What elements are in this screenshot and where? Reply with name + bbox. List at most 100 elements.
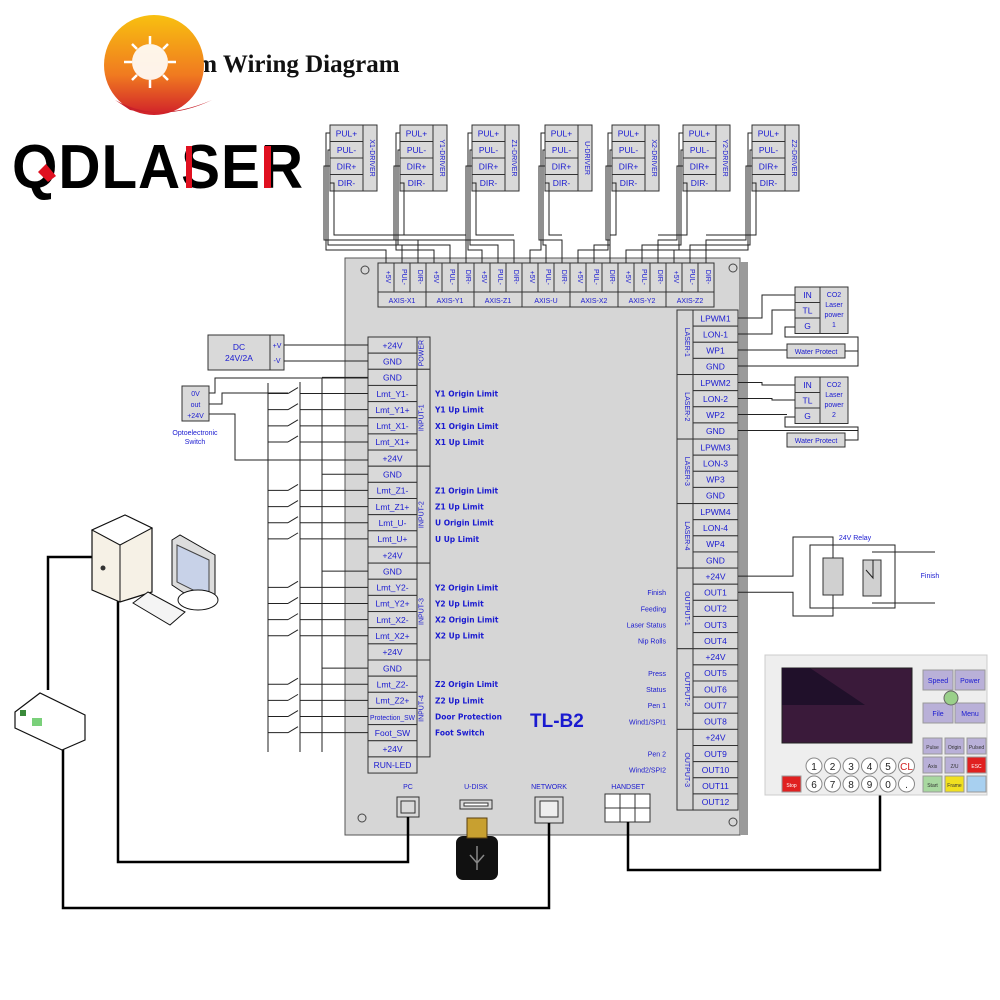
gnd-wire bbox=[738, 430, 859, 440]
opto-pin-label: +24V bbox=[187, 413, 204, 420]
laser-power-label: power bbox=[824, 312, 844, 319]
handset-stop-key[interactable] bbox=[781, 775, 802, 793]
handset-number-key[interactable] bbox=[842, 775, 860, 793]
handset-func-key[interactable] bbox=[922, 737, 943, 755]
axis-pin-label: DIR- bbox=[608, 270, 615, 285]
axis-name: AXIS-X1 bbox=[389, 298, 416, 305]
right-terminal-label: OUT5 bbox=[704, 668, 727, 678]
handset-func-key-label: Start bbox=[927, 783, 938, 789]
handset-number-label: 0 bbox=[885, 780, 891, 791]
axis-name: AXIS-Z1 bbox=[485, 298, 512, 305]
handset-number-key[interactable] bbox=[879, 775, 897, 793]
output-description: Status bbox=[646, 687, 666, 694]
driver-name-cell bbox=[715, 124, 731, 192]
handset-ok-key[interactable] bbox=[943, 690, 959, 706]
handset-number-key[interactable] bbox=[805, 775, 823, 793]
driver-name-cell bbox=[362, 124, 378, 192]
brand-logo: QDLASER bbox=[12, 133, 304, 202]
handset-func-key[interactable] bbox=[944, 775, 965, 793]
handset-number-key[interactable] bbox=[805, 757, 823, 775]
handset-func-key[interactable] bbox=[922, 775, 943, 793]
right-terminal-label: GND bbox=[706, 491, 725, 501]
driver-wire bbox=[706, 182, 757, 236]
handset-port-cell bbox=[619, 793, 636, 809]
handset-nav-key[interactable] bbox=[954, 669, 986, 691]
laser-power-label: 2 bbox=[832, 412, 836, 419]
usb-symbol-icon bbox=[469, 846, 485, 870]
router-icon bbox=[14, 692, 86, 751]
handset-func-key-label: Origin bbox=[948, 745, 962, 751]
handset-nav-key[interactable] bbox=[922, 669, 954, 691]
handset-nav-key[interactable] bbox=[954, 702, 986, 724]
handset-func-key[interactable] bbox=[966, 756, 987, 774]
axis-pin-label: +5V bbox=[432, 271, 439, 284]
left-terminal-label: Lmt_Z2+ bbox=[376, 696, 410, 706]
handset-func-key[interactable] bbox=[944, 737, 965, 755]
left-group-label: INPUT-3 bbox=[419, 598, 426, 625]
driver-pin-label: PUL+ bbox=[551, 129, 573, 139]
axis-pin-label: +5V bbox=[576, 271, 583, 284]
driver-pin-label: DIR- bbox=[553, 178, 571, 188]
handset-func-key-label: Axis bbox=[928, 764, 938, 770]
driver-wire bbox=[658, 182, 688, 236]
laser-power-label: Laser bbox=[825, 302, 843, 309]
driver-wire bbox=[529, 132, 545, 264]
driver-wire bbox=[472, 182, 514, 236]
driver-name: U-DRIVER bbox=[583, 141, 590, 175]
right-terminal-label: WP3 bbox=[706, 475, 725, 485]
right-terminal-label: GND bbox=[706, 555, 725, 565]
switch-icon bbox=[287, 726, 299, 734]
axis-name-cell bbox=[665, 291, 715, 308]
driver-name: X1-DRIVER bbox=[368, 139, 375, 176]
handset-nav-key[interactable] bbox=[922, 702, 954, 724]
handset-number-label: 6 bbox=[811, 780, 817, 791]
handset-nav-key-label: Power bbox=[960, 678, 981, 685]
handset-func-key[interactable] bbox=[944, 756, 965, 774]
axis-pin-label: DIR- bbox=[560, 270, 567, 285]
driver-name: Y1-DRIVER bbox=[438, 139, 445, 176]
driver-wire bbox=[542, 149, 547, 264]
dc-label-1: DC bbox=[233, 342, 245, 352]
handset-number-key[interactable] bbox=[824, 775, 841, 793]
handset-number-key[interactable] bbox=[842, 757, 860, 775]
relay-label: 24V Relay bbox=[839, 535, 872, 542]
left-terminal-label: Lmt_Z2- bbox=[377, 679, 409, 689]
opto-wire bbox=[209, 377, 368, 394]
handset-number-key[interactable] bbox=[898, 775, 915, 793]
right-terminal-label: OUT4 bbox=[704, 636, 727, 646]
input-description: Y1 Up Limit bbox=[434, 406, 484, 415]
right-terminal-label: WP4 bbox=[706, 539, 725, 549]
switch-icon bbox=[287, 613, 299, 621]
axis-pin-label: DIR- bbox=[416, 270, 423, 285]
handset-number-key[interactable] bbox=[861, 775, 878, 793]
input-description: X2 Origin Limit bbox=[435, 616, 499, 625]
laser-power-label: CO2 bbox=[827, 382, 842, 389]
right-terminal-label: OUT6 bbox=[704, 684, 727, 694]
handset-enter-key[interactable] bbox=[966, 775, 987, 793]
finish-label: Finish bbox=[921, 573, 940, 580]
driver-pin-label: PUL- bbox=[479, 145, 499, 155]
board-model: TL-B2 bbox=[530, 711, 584, 732]
driver-name-cell bbox=[432, 124, 448, 192]
driver-name-cell bbox=[504, 124, 520, 192]
handset-number-key[interactable] bbox=[824, 757, 841, 775]
right-group-label: LASER-1 bbox=[683, 328, 690, 357]
driver-pin-label: PUL+ bbox=[758, 129, 780, 139]
input-description: U Origin Limit bbox=[435, 519, 494, 528]
input-description: Foot Switch bbox=[435, 729, 485, 738]
handset-number-key[interactable] bbox=[898, 757, 915, 775]
axis-pin-label: PUL- bbox=[400, 269, 407, 286]
driver-wire bbox=[673, 132, 752, 264]
handset-func-key[interactable] bbox=[922, 756, 943, 774]
handset-number-key[interactable] bbox=[861, 757, 878, 775]
driver-pin-label: DIR- bbox=[691, 178, 709, 188]
axis-name: AXIS-X2 bbox=[581, 298, 608, 305]
left-terminal-label: +24V bbox=[382, 550, 402, 560]
right-terminal-label: LON-2 bbox=[703, 394, 728, 404]
handset-number-key[interactable] bbox=[879, 757, 897, 775]
left-terminal-label: Lmt_U- bbox=[379, 518, 407, 528]
opto-wire bbox=[209, 392, 288, 405]
brand-accent-marks bbox=[38, 146, 271, 188]
driver-name: Y2-DRIVER bbox=[721, 139, 728, 176]
handset-func-key[interactable] bbox=[966, 737, 987, 755]
